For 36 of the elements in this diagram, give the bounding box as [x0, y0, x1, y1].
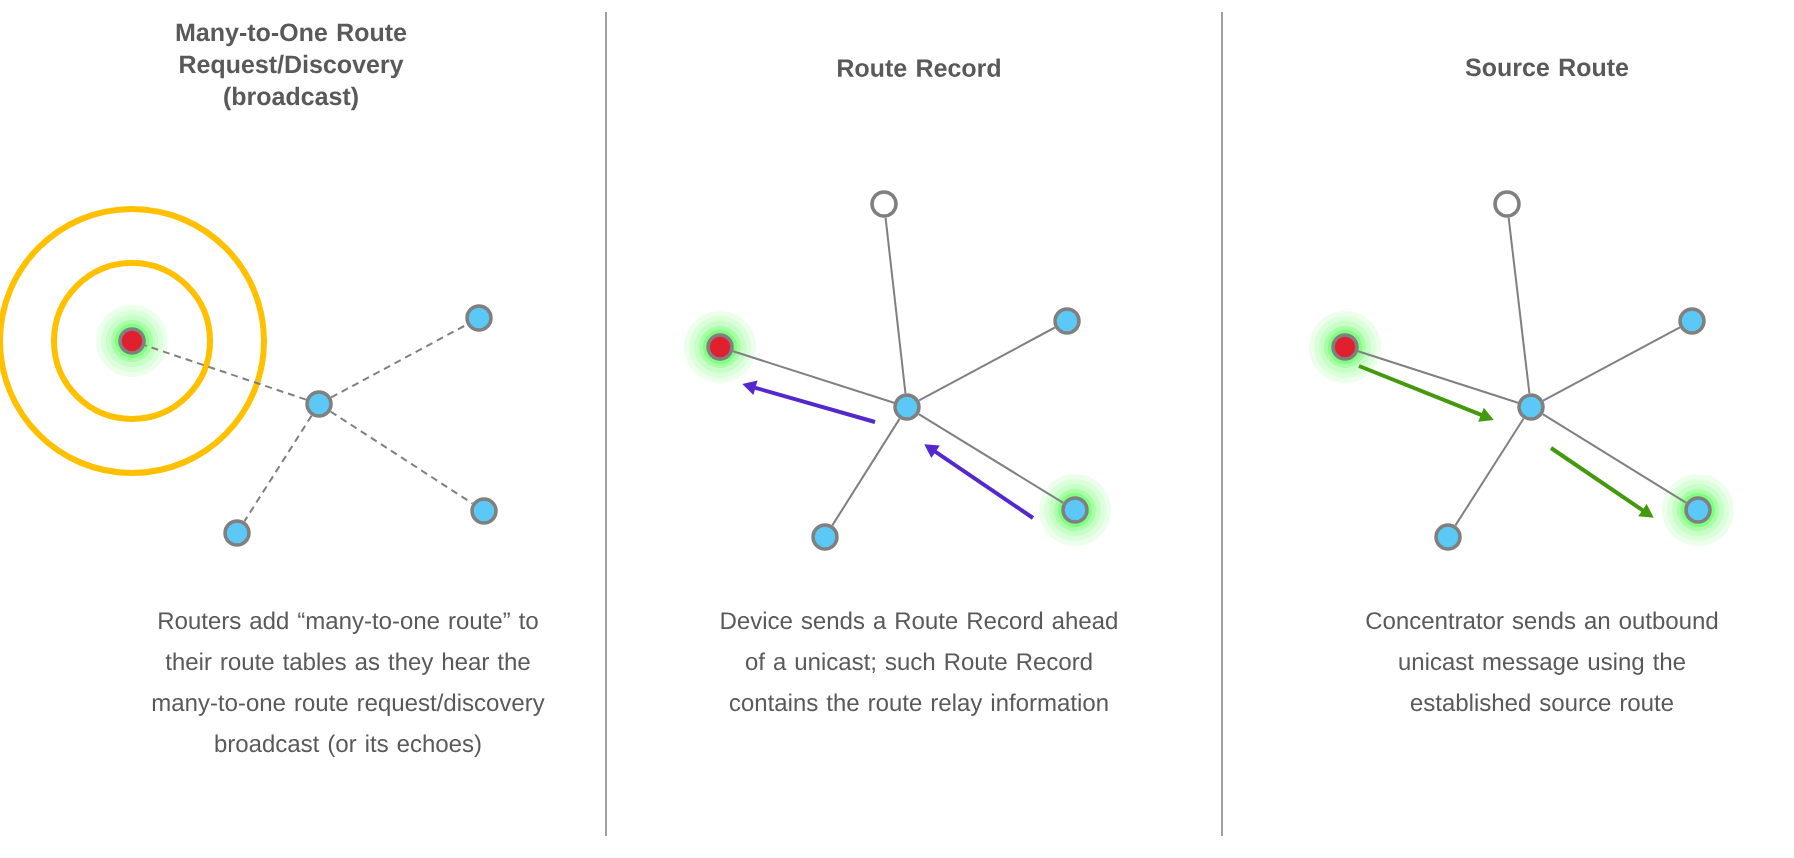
- panel-title: Many-to-One Route Request/Discovery (broadcast): [176, 23, 407, 111]
- connector-line: [831, 417, 901, 527]
- network-node: [1331, 333, 1359, 361]
- panel-title: Source Route: [1465, 58, 1629, 77]
- network-node: [305, 390, 333, 418]
- network-node: [1061, 496, 1089, 524]
- connector-line: [1357, 350, 1519, 404]
- network-node: [870, 190, 898, 218]
- connector-line: [884, 216, 907, 395]
- connector-line: [1507, 216, 1531, 395]
- network-node: [1053, 307, 1081, 335]
- connector-line: [917, 413, 1065, 504]
- network-node: [465, 304, 493, 332]
- connector-line: [1542, 326, 1681, 402]
- network-node: [893, 393, 921, 421]
- description-text: Routers add “many-to-one route” to their route tables as they hear the many-to-one route request/discovery broadcast (or its echoes): [152, 611, 545, 757]
- description-text: Device sends a Route Record ahead of a unicast; such Route Record contains the route relay information: [721, 611, 1117, 716]
- network-node: [1517, 393, 1545, 421]
- connector-line: [1454, 417, 1525, 527]
- panel-title: Route Record: [838, 58, 1000, 77]
- network-node: [223, 519, 251, 547]
- connector-line: [144, 344, 307, 401]
- connector-line: [329, 410, 474, 505]
- network-node: [1678, 307, 1706, 335]
- connector-line: [918, 326, 1056, 402]
- network-node: [1493, 190, 1521, 218]
- network-node: [118, 327, 146, 355]
- connector-line: [243, 414, 313, 523]
- network-node: [1684, 496, 1712, 524]
- network-node: [1434, 523, 1462, 551]
- connector-line: [732, 350, 895, 404]
- network-node: [811, 523, 839, 551]
- network-node: [706, 333, 734, 361]
- network-node: [470, 497, 498, 525]
- connector-line: [1541, 413, 1688, 504]
- description-text: Concentrator sends an outbound unicast message using the established source route: [1366, 611, 1718, 712]
